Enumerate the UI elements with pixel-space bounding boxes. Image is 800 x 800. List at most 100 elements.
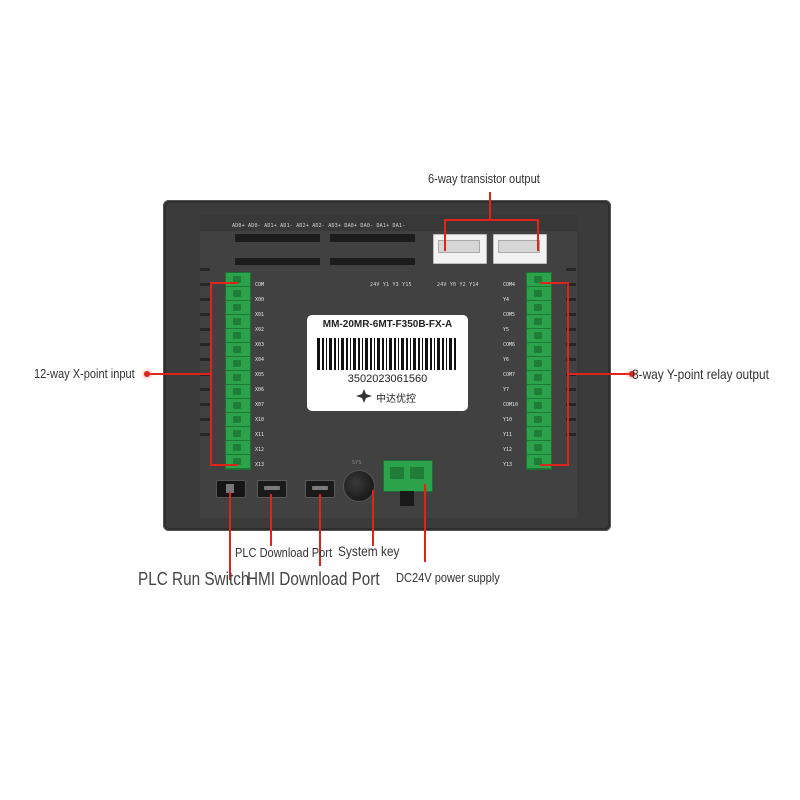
y-output-callout-dot [629, 371, 635, 377]
x-input-bracket [210, 282, 212, 466]
terminal-screw[interactable] [226, 301, 250, 315]
barcode-bar [374, 338, 375, 370]
barcode-bar [350, 338, 351, 370]
barcode-bar [329, 338, 332, 370]
callout-hmi-download: HMI Download Port [247, 569, 380, 589]
terminal-screw[interactable] [226, 413, 250, 427]
analog-slot-right [330, 234, 415, 242]
terminal-screw[interactable] [226, 455, 250, 469]
terminal-screw[interactable] [527, 441, 551, 455]
vent-slot [200, 313, 210, 316]
vent-slot [566, 418, 576, 421]
terminal-screw[interactable] [527, 273, 551, 287]
terminal-screw[interactable] [527, 427, 551, 441]
vent-slot [200, 268, 210, 271]
callout-system-key: System key [338, 543, 400, 559]
terminal-screw[interactable] [226, 427, 250, 441]
transistor-labels-left: 24V Y1 Y3 Y15 [370, 282, 412, 288]
barcode-bar [406, 338, 408, 370]
pin-label: X13 [255, 462, 265, 468]
vent-slot [200, 298, 210, 301]
y-output-terminal-block[interactable] [526, 272, 552, 470]
terminal-screw[interactable] [527, 413, 551, 427]
terminal-screw[interactable] [226, 329, 250, 343]
x-input-terminal-block[interactable] [225, 272, 251, 470]
pin-label: COM4 [503, 282, 516, 288]
vent-slot [566, 388, 576, 391]
barcode-bar [425, 338, 428, 370]
pin-label: Y7 [503, 387, 510, 393]
vent-slot [566, 433, 576, 436]
barcode-bar [346, 338, 348, 370]
pin-label: X03 [255, 342, 265, 348]
analog-slot-right-lower [330, 258, 415, 265]
terminal-screw[interactable] [527, 399, 551, 413]
analog-slot-left-lower [235, 258, 320, 265]
terminal-screw[interactable] [226, 357, 250, 371]
pin-label: Y12 [503, 447, 513, 453]
hmi-port-callout-line [319, 494, 321, 566]
barcode [317, 338, 456, 370]
barcode-bar [370, 338, 372, 370]
transistor-connector-left[interactable] [433, 234, 487, 264]
terminal-screw[interactable] [527, 385, 551, 399]
pin-label: Y11 [503, 432, 513, 438]
barcode-bar [410, 338, 411, 370]
barcode-bar [422, 338, 423, 370]
vent-slot [200, 433, 210, 436]
pin-label: COM10 [503, 402, 519, 408]
pin-label: X04 [255, 357, 265, 363]
barcode-bar [365, 338, 368, 370]
barcode-bar [382, 338, 384, 370]
brand-logo-icon [356, 389, 372, 403]
pin-label: Y13 [503, 462, 513, 468]
terminal-screw[interactable] [226, 371, 250, 385]
terminal-screw[interactable] [226, 273, 250, 287]
barcode-bar [353, 338, 356, 370]
vent-slot [566, 268, 576, 271]
callout-transistor-output: 6-way transistor output [428, 171, 540, 186]
vent-slot [566, 298, 576, 301]
transistor-callout-left-leg [444, 219, 446, 251]
vent-slot [566, 343, 576, 346]
terminal-screw[interactable] [527, 343, 551, 357]
terminal-screw[interactable] [527, 455, 551, 469]
terminal-screw[interactable] [527, 287, 551, 301]
barcode-bar [442, 338, 444, 370]
barcode-bar [418, 338, 420, 370]
serial-number: 3502023061560 [347, 373, 428, 385]
terminal-screw[interactable] [226, 343, 250, 357]
pin-label: X01 [255, 312, 265, 318]
terminal-screw[interactable] [527, 301, 551, 315]
terminal-screw[interactable] [226, 399, 250, 413]
plc-run-switch[interactable] [216, 480, 246, 498]
y-output-bracket-top [540, 282, 568, 284]
power-callout-line [424, 484, 426, 562]
terminal-screw[interactable] [527, 329, 551, 343]
barcode-bar [446, 338, 447, 370]
pin-label: COM [255, 282, 265, 288]
transistor-callout-stem [489, 192, 491, 220]
plc-download-port[interactable] [257, 480, 287, 498]
terminal-screw[interactable] [527, 357, 551, 371]
terminal-screw[interactable] [226, 315, 250, 329]
barcode-bar [358, 338, 360, 370]
terminal-screw[interactable] [226, 441, 250, 455]
barcode-bar [338, 338, 339, 370]
vent-slot [566, 358, 576, 361]
run-switch-callout-line [229, 492, 231, 580]
terminal-screw[interactable] [527, 315, 551, 329]
vent-slot [200, 343, 210, 346]
system-key-button[interactable] [343, 470, 375, 502]
barcode-bar [362, 338, 363, 370]
vent-slot [200, 388, 210, 391]
barcode-bar [437, 338, 440, 370]
terminal-screw[interactable] [226, 287, 250, 301]
product-label [307, 315, 468, 411]
x-input-bracket-bottom [210, 464, 238, 466]
pin-label: COM6 [503, 342, 516, 348]
pin-label: X07 [255, 402, 265, 408]
callout-plc-download: PLC Download Port [235, 545, 333, 560]
terminal-screw[interactable] [527, 371, 551, 385]
terminal-screw[interactable] [226, 385, 250, 399]
